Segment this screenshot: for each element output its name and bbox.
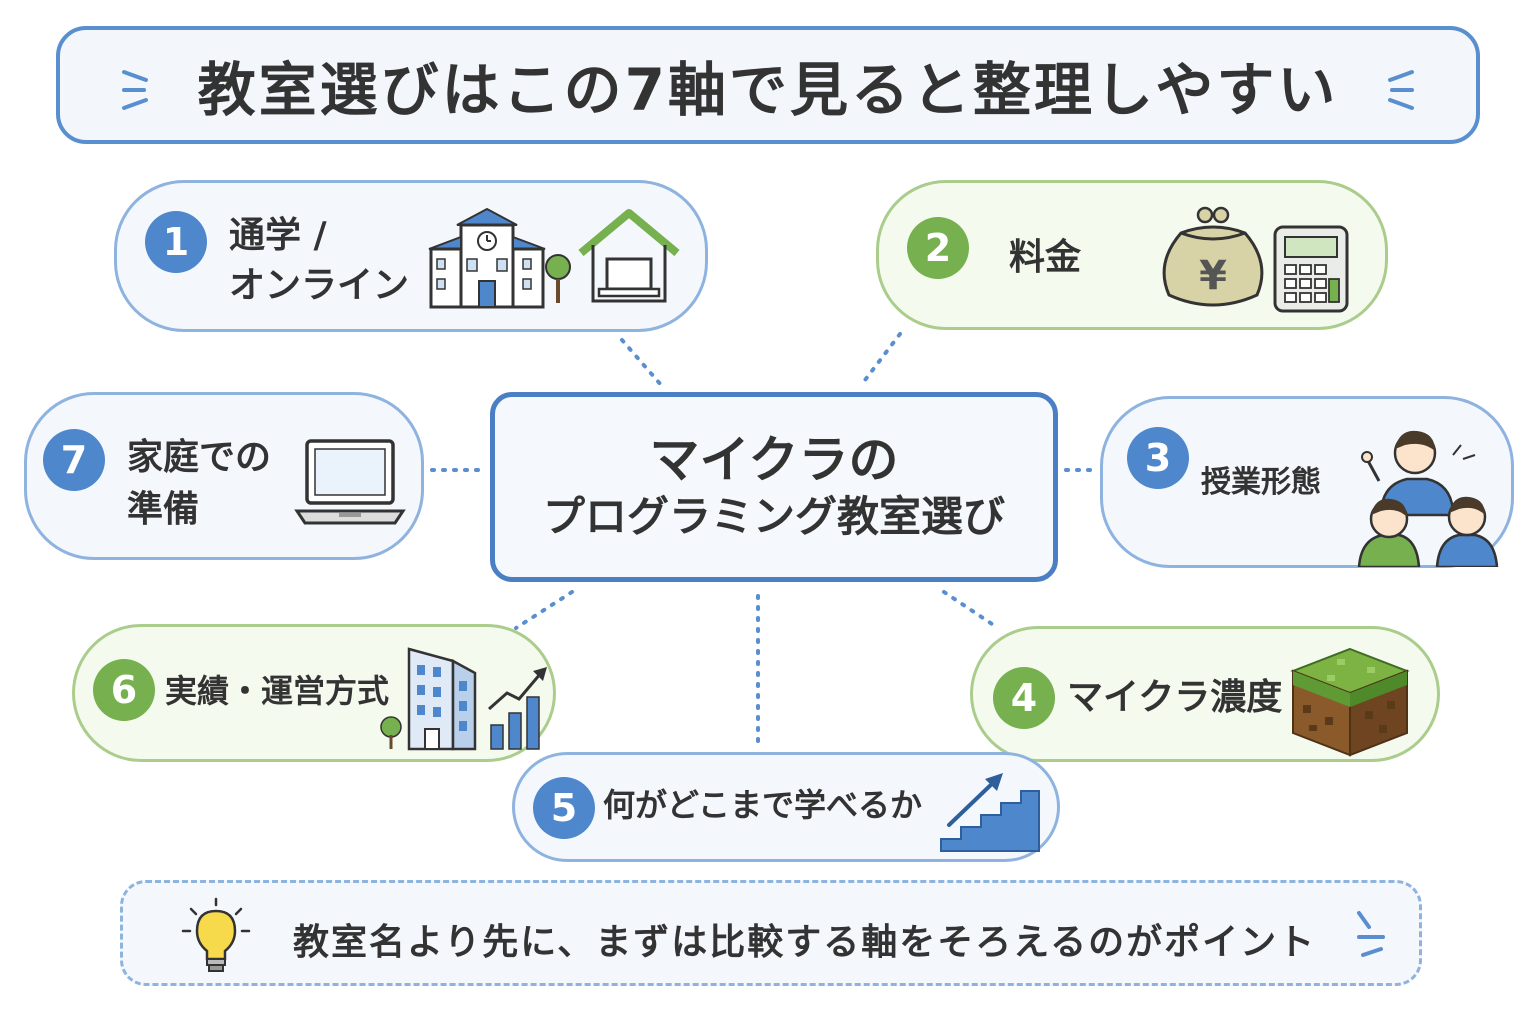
sparkle-footer-icon: [1357, 911, 1385, 957]
axis-4-label: マイクラ濃度: [1067, 677, 1283, 718]
axis-1-number: 1: [145, 211, 207, 273]
laptop-icon: [294, 439, 406, 525]
center-title-line2: プログラミング教室選び: [542, 491, 1005, 541]
stairs-arrow-icon: [940, 773, 1040, 852]
footer-tip: 教室名より先に、まずは比較する軸をそろえるのがポイント: [120, 880, 1422, 986]
center-title-line1: マイクラの: [649, 430, 899, 489]
axis-7-number: 7: [43, 429, 105, 491]
axis-2-label: 料金: [1009, 237, 1082, 278]
axis-2-number: 2: [907, 217, 969, 279]
axis-1-card: 1 通学 / オンライン: [114, 180, 708, 332]
school-building-icon: [428, 207, 546, 309]
calculator-icon: [1273, 225, 1349, 313]
title-banner: 教室選びはこの7軸で見ると整理しやすい: [56, 26, 1480, 144]
home-laptop-icon: [578, 209, 680, 303]
axis-6-label: 実績・運営方式: [165, 672, 390, 710]
sparkle-right-icon: [1388, 70, 1414, 110]
svg-text:¥: ¥: [1199, 253, 1227, 299]
axis-5-label: 何がどこまで学べるか: [603, 786, 923, 824]
sparkle-left-icon: [122, 70, 148, 110]
axis-4-card: 4 マイクラ濃度: [970, 626, 1440, 762]
axis-6-number: 6: [93, 659, 155, 721]
footer-text: 教室名より先に、まずは比較する軸をそろえるのがポイント: [293, 922, 1317, 963]
axis-2-card: 2 料金 ¥: [876, 180, 1388, 330]
center-topic: マイクラの プログラミング教室選び: [490, 392, 1058, 582]
axis-4-number: 4: [993, 667, 1055, 729]
connector-2: [860, 332, 902, 386]
axis-7-card: 7 家庭での 準備: [24, 392, 424, 560]
page-title: 教室選びはこの7軸で見ると整理しやすい: [197, 56, 1339, 124]
axis-7-label-line1: 家庭での: [127, 437, 272, 478]
teacher-students-icon: [1357, 430, 1499, 567]
axis-3-card: 3 授業形態: [1100, 396, 1514, 568]
lightbulb-icon: [181, 897, 251, 972]
growth-chart-icon: [488, 667, 547, 750]
grass-block-icon: [1290, 647, 1410, 757]
axis-3-number: 3: [1127, 427, 1189, 489]
axis-7-label-line2: 準備: [127, 489, 200, 530]
axis-6-card: 6 実績・運営方式: [72, 624, 556, 762]
axis-1-label-line2: オンライン: [229, 265, 410, 306]
tree-icon: [545, 254, 571, 303]
axis-5-card: 5 何がどこまで学べるか: [512, 752, 1060, 862]
axis-5-number: 5: [533, 777, 595, 839]
axis-3-label: 授業形態: [1201, 465, 1321, 500]
connector-6: [514, 590, 574, 630]
office-building-icon: [380, 647, 477, 751]
connector-4: [942, 590, 1000, 630]
connector-1: [620, 338, 664, 388]
yen-purse-icon: ¥: [1162, 206, 1264, 307]
axis-1-label-line1: 通学 /: [229, 215, 327, 256]
